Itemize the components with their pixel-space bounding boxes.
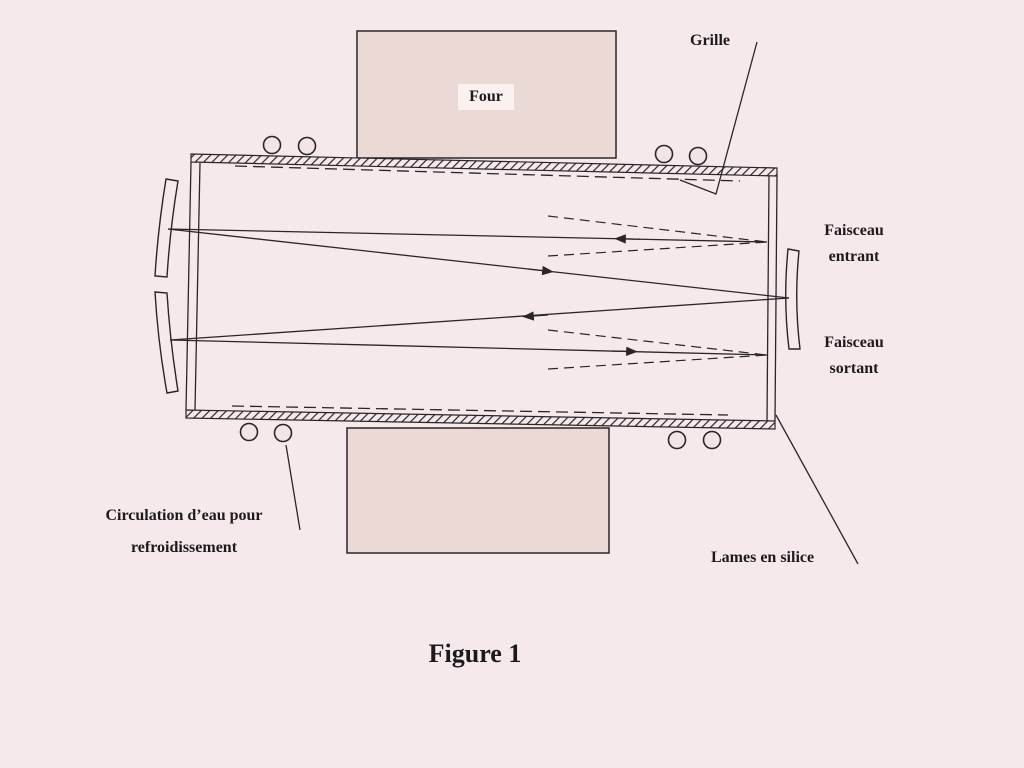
- beam-paths: [167, 228, 790, 356]
- leader-circulation: [285, 444, 301, 531]
- furnace-bottom: [346, 427, 610, 554]
- silica-window-left: [185, 161, 201, 411]
- label-faisceau-entrant-line1: Faisceau: [824, 222, 884, 239]
- label-faisceau-sortant-line2: sortant: [829, 360, 879, 377]
- leader-grille: [679, 41, 758, 195]
- leader-lames: [775, 414, 859, 565]
- label-four: Four: [458, 84, 514, 110]
- label-grille: Grille: [690, 32, 730, 49]
- mirror-left-upper: [154, 178, 179, 278]
- tube-wall-bottom: [185, 409, 776, 430]
- mirror-left-lower: [154, 291, 179, 394]
- figure-caption: Figure 1: [428, 639, 522, 668]
- grid-line-bottom: [231, 405, 729, 416]
- beam-envelopes: [547, 215, 768, 370]
- cooling-tubes: [239, 135, 722, 450]
- label-faisceau-entrant-line2: entrant: [828, 248, 880, 265]
- beam-arrows: [522, 234, 641, 357]
- mirror-right: [785, 248, 801, 350]
- label-circulation-line1: Circulation d’eau pour: [105, 507, 263, 524]
- leader-lines: [285, 41, 859, 565]
- label-faisceau-sortant-line1: Faisceau: [824, 334, 884, 351]
- grid-line-top: [234, 165, 741, 182]
- label-circulation-line2: refroidissement: [130, 539, 238, 556]
- label-lames-silice: Lames en silice: [711, 549, 815, 566]
